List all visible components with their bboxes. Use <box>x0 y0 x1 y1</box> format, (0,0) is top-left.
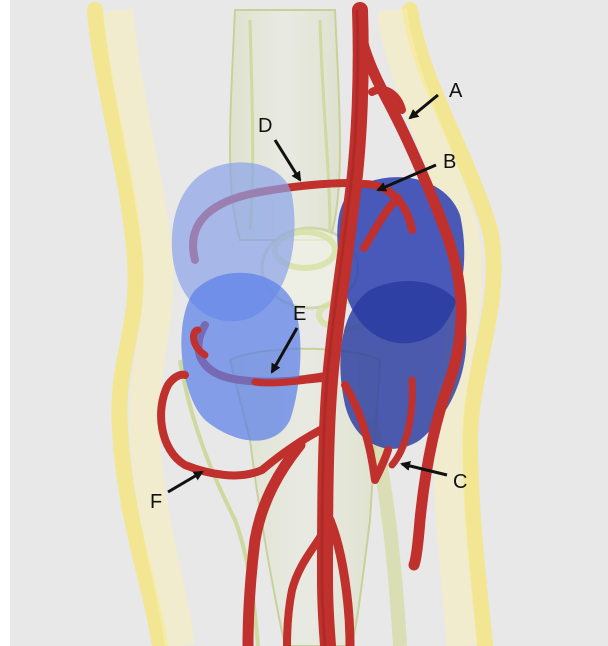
left-edge <box>0 0 10 646</box>
label-d: D <box>258 115 272 137</box>
label-a: A <box>449 80 463 102</box>
label-f: F <box>150 491 162 513</box>
label-b: B <box>443 151 456 173</box>
label-e: E <box>293 303 306 325</box>
label-c: C <box>453 471 467 493</box>
